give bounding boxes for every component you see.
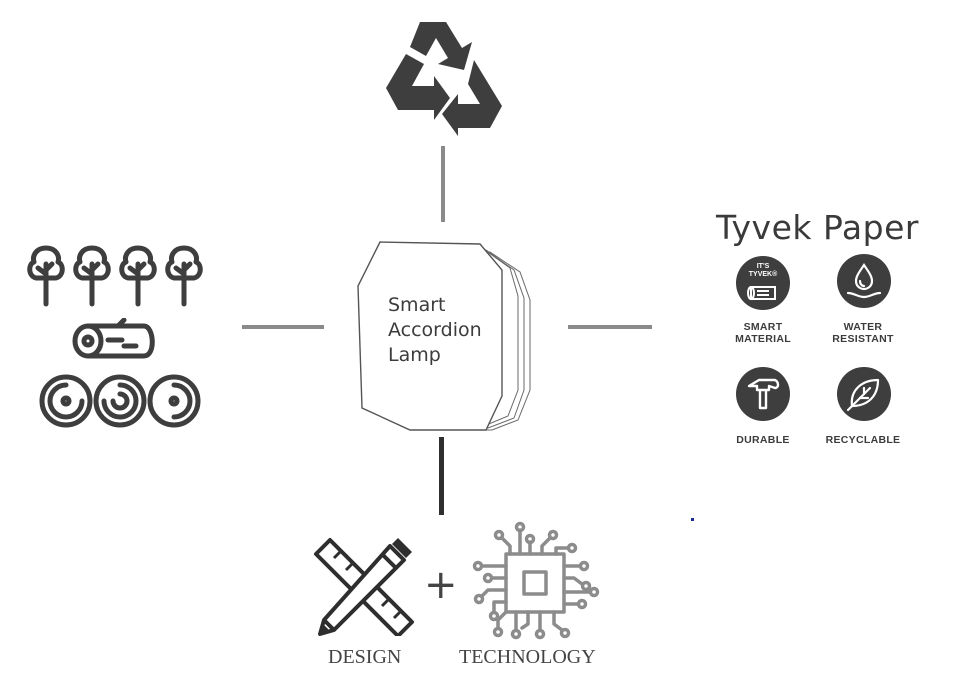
plus-sign: + [424, 562, 458, 608]
feature-label-line: RECYCLABLE [825, 434, 901, 446]
tyvek-badge-icon: IT'S TYVEK® [736, 256, 790, 310]
feature-label-smart-material: SMART MATERIAL [708, 321, 818, 345]
ruler-pencil-icon [314, 538, 414, 636]
lamp-label: Smart Accordion Lamp [388, 293, 482, 368]
connector-bottom [439, 437, 444, 515]
lamp-front-face [357, 241, 503, 431]
feature-label-durable: DURABLE [708, 434, 818, 446]
water-drop-icon [837, 254, 891, 308]
recycle-icon [386, 22, 502, 136]
connector-right [568, 325, 652, 329]
log-icon [72, 318, 155, 359]
feature-label-line: SMART [743, 321, 783, 333]
trees-icon [27, 245, 203, 307]
lamp-illustration [357, 241, 531, 431]
lamp-label-line2: Accordion [388, 319, 482, 341]
badge-text-line2: TYVEK® [749, 270, 778, 278]
hammer-icon [736, 367, 790, 421]
connector-left [242, 325, 324, 329]
connector-top [441, 146, 445, 222]
chip-icon [472, 521, 600, 640]
wood-rings-icon [39, 374, 201, 428]
feature-label-line: RESISTANT [832, 333, 894, 345]
feature-label-line: WATER [843, 321, 883, 333]
feature-label-recyclable: RECYCLABLE [808, 434, 918, 446]
technology-label: TECHNOLOGY [459, 646, 596, 668]
stray-dot [691, 518, 694, 521]
badge-text-line1: IT'S [757, 263, 770, 270]
lamp-label-line3: Lamp [388, 344, 441, 366]
design-label: DESIGN [328, 646, 402, 668]
leaf-icon [837, 367, 891, 421]
feature-label-line: MATERIAL [735, 333, 791, 345]
feature-label-water-resistant: WATER RESISTANT [808, 321, 918, 345]
tyvek-title: Tyvek Paper [716, 208, 919, 247]
lamp-label-line1: Smart [388, 294, 446, 316]
feature-label-line: DURABLE [736, 434, 790, 446]
